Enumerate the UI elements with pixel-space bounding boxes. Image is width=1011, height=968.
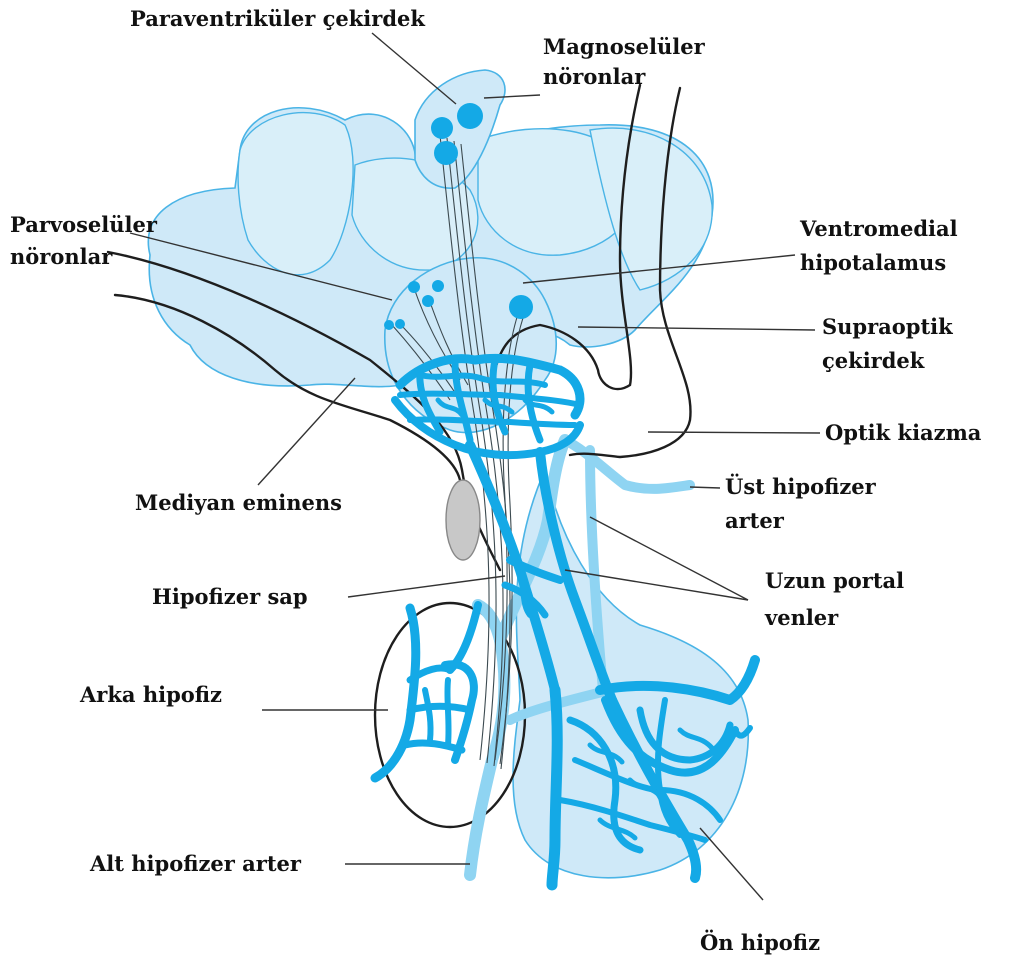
label-ventromedial-line1: Ventromedial — [800, 216, 958, 242]
label-magnocellular-line2: nöronlar — [543, 64, 645, 90]
label-parvocellular-line1: Parvoselüler — [10, 212, 157, 238]
label-median-eminence: Mediyan eminens — [135, 490, 342, 516]
parvocellular-neuron-1 — [408, 281, 420, 293]
label-long-portal-line2: venler — [765, 605, 838, 631]
leader-optic-chiasm — [648, 432, 820, 433]
leader-anterior-pituitary — [700, 828, 763, 900]
leader-median-eminence — [258, 378, 355, 485]
label-posterior-pituitary: Arka hipofiz — [80, 682, 222, 708]
label-supraoptic-line2: çekirdek — [822, 348, 924, 374]
supraoptic-neuron — [509, 295, 533, 319]
posterior-pituitary-vessels — [375, 605, 478, 778]
parvocellular-neuron-2 — [432, 280, 444, 292]
parvocellular-neuron-4 — [384, 320, 394, 330]
leader-paraventricular — [372, 33, 456, 104]
label-magnocellular-line1: Magnoselüler — [543, 34, 705, 60]
label-superior-hypophyseal-line1: Üst hipofizer — [725, 474, 876, 500]
stalk-grey-marker — [446, 480, 480, 560]
label-superior-hypophyseal-line2: arter — [725, 508, 784, 534]
label-optic-chiasm: Optik kiazma — [825, 420, 981, 446]
label-pituitary-stalk: Hipofizer sap — [152, 584, 308, 610]
parvocellular-neuron-5 — [395, 319, 405, 329]
label-long-portal-line1: Uzun portal — [765, 568, 904, 594]
label-anterior-pituitary: Ön hipofiz — [700, 930, 820, 956]
label-supraoptic-line1: Supraoptik — [822, 314, 953, 340]
magnocellular-neuron-2 — [457, 103, 483, 129]
magnocellular-neuron-1 — [431, 117, 453, 139]
leader-pituitary-stalk — [348, 576, 505, 597]
magnocellular-neuron-3 — [434, 141, 458, 165]
parvocellular-neuron-3 — [422, 295, 434, 307]
label-parvocellular-line2: nöronlar — [10, 244, 112, 270]
label-inferior-hypophyseal-artery: Alt hipofizer arter — [90, 851, 301, 877]
leader-superior-hypophyseal — [690, 487, 720, 488]
label-paraventricular-nucleus: Paraventriküler çekirdek — [130, 6, 425, 32]
label-ventromedial-line2: hipotalamus — [800, 250, 946, 276]
